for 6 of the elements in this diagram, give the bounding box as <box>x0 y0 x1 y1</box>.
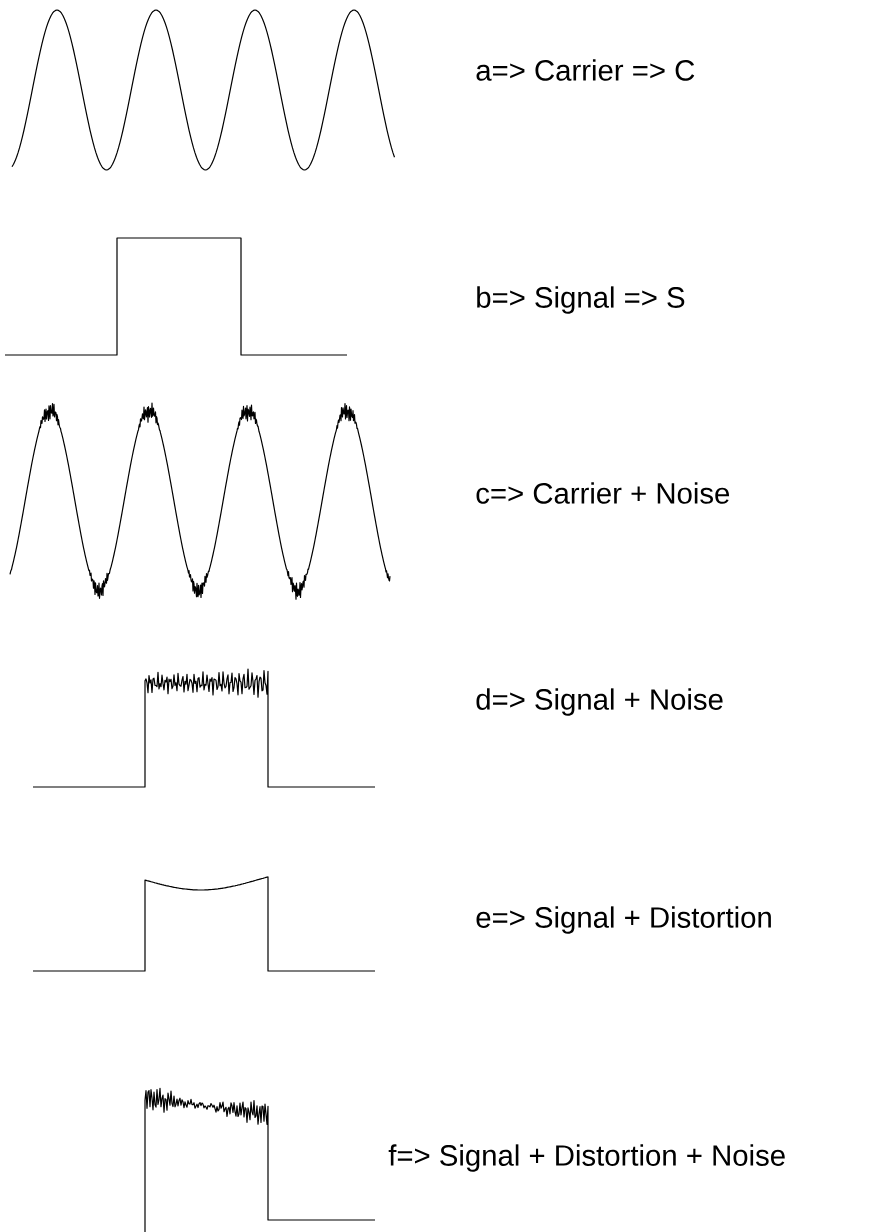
waveform-label: e=> Signal + Distortion <box>476 906 771 934</box>
waveform-label: a=> Carrier => C <box>476 59 695 81</box>
waveform-label: f=> Signal + Distortion + Noise <box>388 1144 785 1172</box>
waveform-label: c=> Carrier + Noise <box>476 482 730 504</box>
waveform-label: b=> Signal => S <box>477 286 685 314</box>
waveform-label: d=> Signal + Noise <box>476 688 723 716</box>
